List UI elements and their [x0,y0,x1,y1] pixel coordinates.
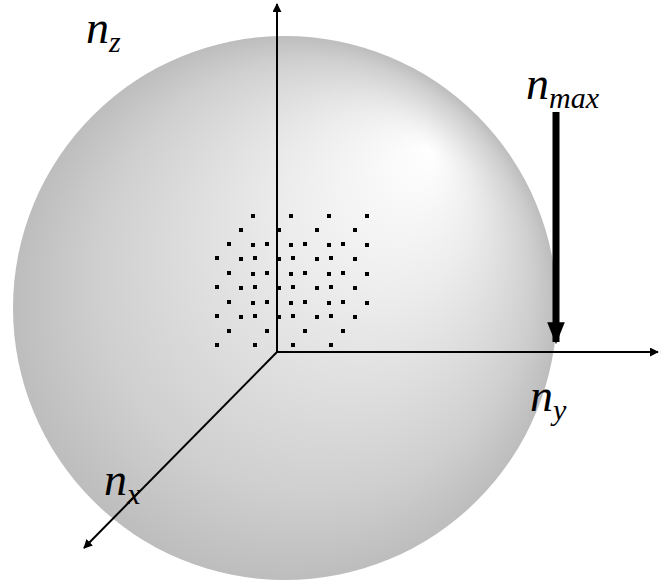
axis-label: nx [104,452,140,512]
lattice-point [341,300,345,304]
lattice-point [341,271,345,275]
lattice-point [327,243,331,247]
lattice-point [251,214,255,218]
lattice-point [253,343,257,347]
lattice-point [315,315,319,319]
lattice-point [353,286,357,290]
lattice-point [251,272,255,276]
lattice-point [329,343,333,347]
lattice-point [353,257,357,261]
lattice-point [291,256,295,260]
lattice-point [289,214,293,218]
lattice-point [253,285,257,289]
lattice-point [303,329,307,333]
lattice-point [289,243,293,247]
lattice-point [365,272,369,276]
lattice-point [315,257,319,261]
lattice-point [327,214,331,218]
lattice-point [341,329,345,333]
lattice-point [353,228,357,232]
lattice-point [291,314,295,318]
lattice-point [265,271,269,275]
lattice-point [251,243,255,247]
sphere [13,36,557,580]
lattice-point [265,329,269,333]
lattice-point [365,301,369,305]
lattice-point [291,343,295,347]
lattice-point [329,314,333,318]
lattice-point [253,314,257,318]
lattice-point [341,242,345,246]
radius-arrow [553,112,560,342]
lattice-point [239,315,243,319]
z-axis [276,4,278,352]
axis-label: ny [530,368,566,428]
lattice-point [215,314,219,318]
lattice-point [315,228,319,232]
lattice-point [303,242,307,246]
lattice-point [353,315,357,319]
lattice-points [215,214,369,347]
lattice-point [303,300,307,304]
lattice-point [289,272,293,276]
lattice-point [215,256,219,260]
lattice-point [327,301,331,305]
lattice-point [239,228,243,232]
radius-label: nmax [526,56,599,116]
lattice-point [329,285,333,289]
lattice-point [327,272,331,276]
lattice-point [251,301,255,305]
lattice-point [329,256,333,260]
lattice-point [227,329,231,333]
lattice-point [303,271,307,275]
lattice-point [265,300,269,304]
lattice-point [227,242,231,246]
x-axis [84,352,277,548]
lattice-point [315,286,319,290]
lattice-point [289,301,293,305]
y-axis [277,351,658,353]
lattice-point [253,256,257,260]
lattice-point [215,285,219,289]
lattice-point [365,214,369,218]
lattice-point [239,257,243,261]
lattice-point [239,286,243,290]
lattice-point [265,242,269,246]
axis-label: nz [86,0,121,60]
lattice-point [227,300,231,304]
lattice-point [365,243,369,247]
lattice-point [291,285,295,289]
lattice-point [227,271,231,275]
lattice-point [215,343,219,347]
